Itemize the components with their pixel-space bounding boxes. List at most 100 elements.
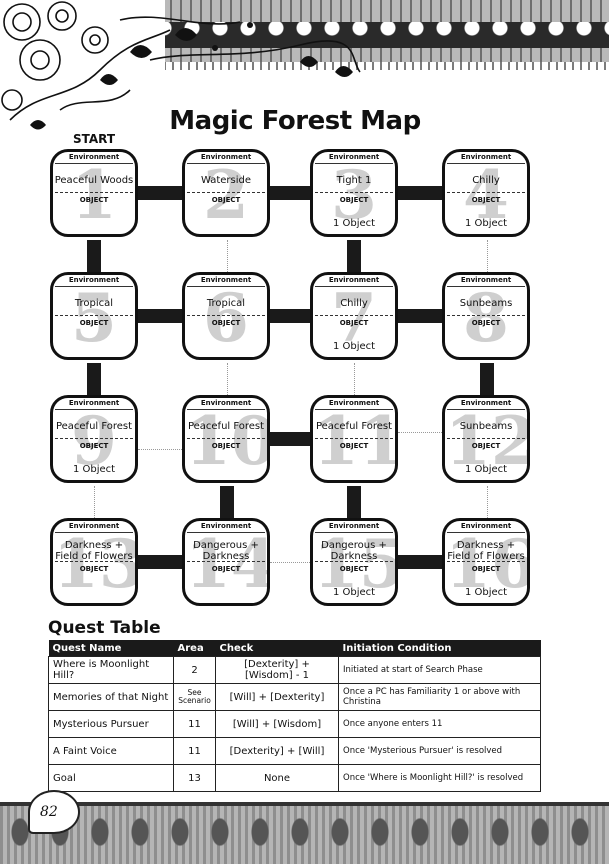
quest-check: [Will] + [Dexterity]	[215, 683, 339, 711]
object-count: 1 Object	[332, 587, 376, 598]
environment-divider	[187, 286, 265, 287]
object-label: OBJECT	[471, 565, 501, 573]
object-divider	[187, 192, 265, 193]
object-divider	[447, 315, 525, 316]
column-header-initiation-condition: Initiation Condition	[338, 640, 541, 657]
environment-value: Sunbeams	[459, 421, 513, 432]
environment-label: Environment	[200, 522, 252, 530]
closed-path-2-6	[227, 240, 228, 274]
environment-divider	[315, 286, 393, 287]
object-label: OBJECT	[471, 196, 501, 204]
area-number: 16	[445, 525, 530, 603]
path-2-3	[270, 186, 310, 200]
object-divider	[447, 192, 525, 193]
path-15-16	[398, 555, 442, 569]
object-divider	[55, 192, 133, 193]
path-10-14	[220, 486, 234, 520]
environment-divider	[315, 409, 393, 410]
environment-divider	[55, 409, 133, 410]
closed-path-4-8	[487, 240, 488, 274]
environment-label: Environment	[68, 153, 120, 161]
quest-table-title: Quest Table	[48, 618, 161, 638]
environment-value: Chilly	[472, 175, 500, 186]
page-number-badge	[28, 790, 80, 834]
object-divider	[315, 315, 393, 316]
area-number: 4	[463, 156, 509, 234]
object-divider	[315, 438, 393, 439]
area-number: 7	[331, 279, 377, 357]
object-divider	[447, 438, 525, 439]
path-8-12	[480, 363, 494, 397]
environment-divider	[447, 286, 525, 287]
path-11-15	[347, 486, 361, 520]
start-label: START	[73, 132, 116, 146]
quest-condition: Once 'Mysterious Pursuer' is resolved	[338, 737, 541, 765]
environment-value: Sunbeams	[459, 298, 513, 309]
environment-label: Environment	[328, 276, 380, 284]
quest-table: Quest Name Area Check Initiation Conditi…	[48, 640, 541, 792]
page-number: 82	[40, 804, 58, 820]
environment-value: Dangerous + Darkness	[193, 540, 259, 562]
column-header-check: Check	[215, 640, 339, 657]
object-divider	[187, 315, 265, 316]
quest-condition: Initiated at start of Search Phase	[338, 656, 541, 684]
quest-check: None	[215, 764, 339, 792]
environment-value: Tropical	[74, 298, 114, 309]
object-count: 1 Object	[332, 218, 376, 229]
environment-divider	[55, 532, 133, 533]
object-divider	[187, 561, 265, 562]
quest-condition: Once 'Where is Moonlight Hill?' is resol…	[338, 764, 541, 792]
area-number: 1	[71, 156, 117, 234]
path-6-7	[270, 309, 310, 323]
environment-divider	[55, 163, 133, 164]
object-label: OBJECT	[339, 565, 369, 573]
path-10-11	[270, 432, 310, 446]
column-header-quest-name: Quest Name	[48, 640, 174, 657]
closed-path-6-10	[227, 363, 228, 397]
floral-corner-illustration	[0, 0, 361, 130]
environment-label: Environment	[200, 276, 252, 284]
object-count: 1 Object	[464, 464, 508, 475]
quest-table-header: Quest Name Area Check Initiation Conditi…	[48, 640, 541, 657]
environment-label: Environment	[460, 399, 512, 407]
path-1-5	[87, 240, 101, 274]
closed-path-9-13	[94, 486, 95, 520]
area-number: 14	[185, 525, 270, 603]
environment-value: Dangerous + Darkness	[321, 540, 387, 562]
environment-value: Tight 1	[336, 175, 372, 186]
environment-value: Tropical	[206, 298, 246, 309]
environment-value: Darkness + Field of Flowers	[447, 540, 525, 562]
path-3-7	[347, 240, 361, 274]
page-title: Magic Forest Map	[169, 106, 421, 136]
closed-path-9-10	[138, 449, 182, 450]
object-divider	[55, 315, 133, 316]
quest-name: Goal	[48, 764, 174, 792]
quest-condition: Once a PC has Familiarity 1 or above wit…	[338, 683, 541, 711]
object-label: OBJECT	[79, 442, 109, 450]
path-7-8	[398, 309, 442, 323]
object-count: 1 Object	[464, 587, 508, 598]
object-label: OBJECT	[339, 196, 369, 204]
environment-label: Environment	[68, 276, 120, 284]
path-5-6	[138, 309, 182, 323]
area-number: 5	[71, 279, 117, 357]
object-count: 1 Object	[464, 218, 508, 229]
environment-label: Environment	[328, 522, 380, 530]
object-label: OBJECT	[79, 319, 109, 327]
area-number: 3	[331, 156, 377, 234]
header-ornament-band	[150, 0, 609, 62]
area-number: 6	[203, 279, 249, 357]
area-number: 8	[463, 279, 509, 357]
environment-label: Environment	[460, 153, 512, 161]
footer-ornament-band	[0, 802, 609, 864]
environment-label: Environment	[200, 399, 252, 407]
table-row: A Faint Voice 11 [Dexterity] + [Will] On…	[48, 737, 541, 765]
